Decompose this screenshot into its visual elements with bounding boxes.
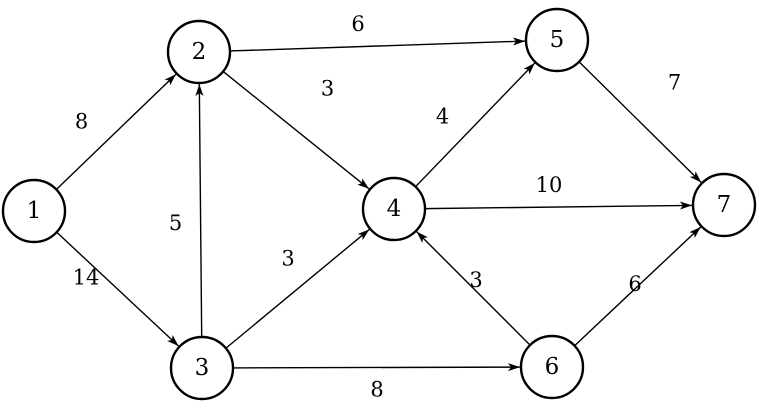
node-label-2: 2 [192,39,207,65]
edge-weight-6-4: 3 [469,268,482,292]
node-label-4: 4 [387,196,402,222]
edge-weight-2-4: 3 [321,77,334,101]
edge-1-to-2 [55,73,177,190]
edge-weight-5-7: 7 [668,71,681,95]
edge-weight-6-7: 6 [628,272,641,296]
edge-weight-1-3: 14 [73,266,100,290]
node-4: 4 [361,176,427,242]
node-6: 6 [519,334,585,400]
node-1: 1 [1,178,67,244]
edges-layer: 8 14 5 6 3 3 8 4 10 3 7 6 [55,12,702,402]
node-label-3: 3 [195,355,210,381]
node-circle-3 [169,335,235,401]
node-7: 7 [691,172,757,238]
node-circle-7 [691,172,757,238]
edge-weight-1-2: 8 [75,110,88,134]
node-circle-5 [524,7,590,73]
edge-weight-2-5: 6 [351,12,364,36]
node-circle-4 [361,176,427,242]
edge-4-to-5 [415,62,536,188]
edge-weight-3-2: 5 [169,211,182,235]
node-2: 2 [166,19,232,85]
node-label-6: 6 [545,354,560,380]
edge-weight-4-5: 4 [436,105,449,129]
edge-weight-3-4: 3 [281,247,294,271]
node-3: 3 [169,335,235,401]
edge-2-to-4 [222,70,370,190]
nodes-layer: 1 2 3 4 5 6 7 [1,7,757,401]
edge-weight-4-7: 10 [536,173,563,197]
node-circle-1 [1,178,67,244]
edge-6-to-4 [416,231,531,346]
edge-2-to-5 [229,37,526,52]
node-label-1: 1 [27,198,42,224]
edge-3-to-4 [225,228,370,349]
edge-5-to-7 [578,61,702,184]
edge-6-to-7 [574,226,702,347]
edge-weight-3-6: 8 [370,378,383,402]
edge-3-to-2 [195,83,204,338]
edge-3-to-6 [232,363,521,372]
node-5: 5 [524,7,590,73]
edge-4-to-7 [424,201,693,210]
edge-1-to-3 [56,231,180,347]
node-circle-6 [519,334,585,400]
node-circle-2 [166,19,232,85]
node-label-5: 5 [550,27,565,53]
node-label-7: 7 [717,192,732,218]
